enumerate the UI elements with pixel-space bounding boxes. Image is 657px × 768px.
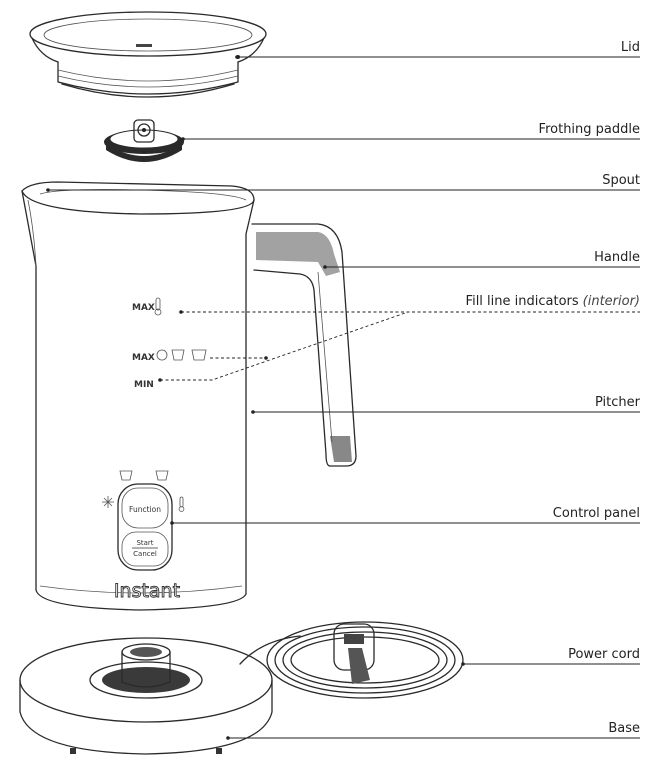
- cancel-button-label: Cancel: [133, 550, 157, 558]
- snowflake-icon: [102, 496, 114, 508]
- label-power-cord: Power cord: [568, 647, 640, 662]
- label-fill-line-main: Fill line indicators: [466, 294, 579, 309]
- power-cord-illustration: [239, 621, 464, 699]
- label-base: Base: [608, 721, 640, 736]
- frothing-paddle-illustration: [104, 119, 184, 162]
- label-spout: Spout: [602, 173, 640, 188]
- max-froth-mark: MAX: [132, 353, 155, 363]
- max-hot-mark: MAX: [132, 303, 155, 313]
- start-button-label: Start: [136, 539, 153, 547]
- brand-logo: Instant: [114, 580, 180, 602]
- label-frothing-paddle: Frothing paddle: [539, 122, 640, 137]
- thermometer-small-icon: [178, 496, 185, 512]
- label-fill-line-indicators: Fill line indicators (interior): [466, 294, 640, 309]
- min-mark: MIN: [134, 380, 154, 390]
- label-control-panel: Control panel: [553, 506, 640, 521]
- function-button-label: Function: [129, 505, 161, 514]
- thermometer-icon: [154, 297, 162, 316]
- lid-illustration: [29, 11, 267, 98]
- label-handle: Handle: [594, 250, 640, 265]
- cup-icons: [119, 470, 169, 481]
- label-lid: Lid: [621, 40, 640, 55]
- base-illustration: [19, 637, 273, 755]
- label-fill-line-note: (interior): [583, 294, 640, 309]
- leader-lines: [46, 55, 640, 740]
- label-pitcher: Pitcher: [595, 395, 641, 410]
- pitcher-illustration: MAX MAX MIN Function Start Cancel: [21, 181, 357, 611]
- froth-and-cup-icons: [156, 349, 207, 361]
- part-labels: Lid Frothing paddle Spout Handle Fill li…: [466, 40, 641, 736]
